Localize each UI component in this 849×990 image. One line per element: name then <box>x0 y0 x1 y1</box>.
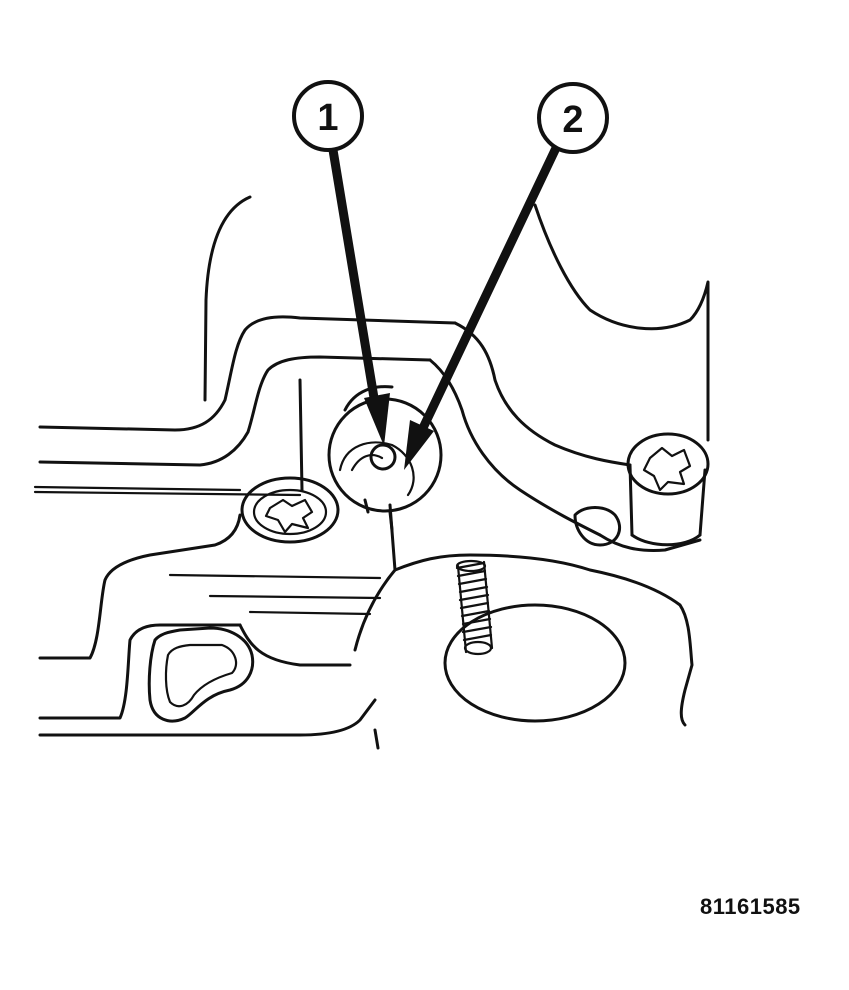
round-opening <box>443 603 627 723</box>
threaded-stud <box>455 559 494 656</box>
callout-1-label: 1 <box>317 97 338 139</box>
callout-2: 2 <box>404 82 609 470</box>
right-torx-bolt <box>626 432 710 547</box>
left-torx-bolt <box>240 476 340 544</box>
callout-1: 1 <box>292 80 390 446</box>
upper-housing <box>203 195 710 442</box>
figure-id: 81161585 <box>700 894 801 919</box>
curved-slot <box>147 626 255 723</box>
left-rail <box>33 315 457 497</box>
lower-body <box>38 378 694 750</box>
right-flange <box>428 321 702 552</box>
callout-2-label: 2 <box>562 99 583 141</box>
